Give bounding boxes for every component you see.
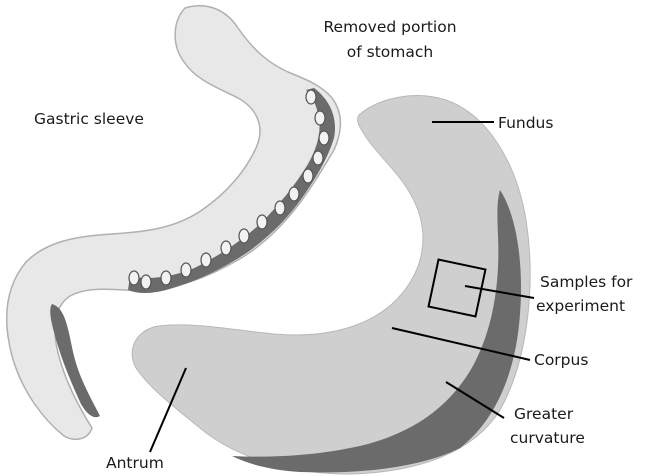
- removed-stomach: [131, 95, 531, 475]
- label-gastric-sleeve: Gastric sleeve: [34, 110, 144, 128]
- label-removed-portion-line2: of stomach: [347, 43, 433, 61]
- sample-box: [427, 258, 487, 318]
- staple: [238, 228, 250, 244]
- staple: [314, 110, 326, 126]
- staple: [274, 200, 286, 216]
- staples: [128, 89, 330, 290]
- corpus-leader: [391, 327, 531, 361]
- gastric-sleeve: [5, 5, 342, 441]
- label-samples-line2: experiment: [536, 297, 625, 315]
- label-greater-line1: Greater: [514, 405, 574, 423]
- label-corpus: Corpus: [534, 351, 588, 369]
- staple: [180, 262, 192, 278]
- staple: [305, 89, 317, 105]
- staple: [200, 252, 212, 268]
- label-fundus: Fundus: [498, 114, 553, 132]
- staple: [256, 214, 268, 230]
- gastric-sleeve-dark-edge: [50, 304, 100, 418]
- label-greater-line2: curvature: [510, 429, 585, 447]
- staple: [128, 270, 140, 286]
- labels: Removed portion of stomach Gastric sleev…: [34, 18, 633, 472]
- staple: [302, 168, 314, 184]
- greater-curvature-band: [232, 190, 522, 473]
- staple: [288, 186, 300, 202]
- staple: [140, 274, 152, 290]
- greater-curvature-leader: [445, 381, 505, 419]
- removed-stomach-body: [131, 95, 531, 475]
- antrum-leader: [149, 367, 187, 453]
- staple: [312, 150, 324, 166]
- staple: [160, 270, 172, 286]
- gastric-sleeve-body: [5, 5, 342, 441]
- samples-leader: [464, 285, 535, 299]
- label-antrum: Antrum: [106, 454, 164, 472]
- leader-lines: [149, 121, 535, 453]
- staple: [318, 130, 330, 146]
- staple: [220, 240, 232, 256]
- label-removed-portion-line1: Removed portion: [323, 18, 456, 36]
- label-samples-line1: Samples for: [540, 273, 633, 291]
